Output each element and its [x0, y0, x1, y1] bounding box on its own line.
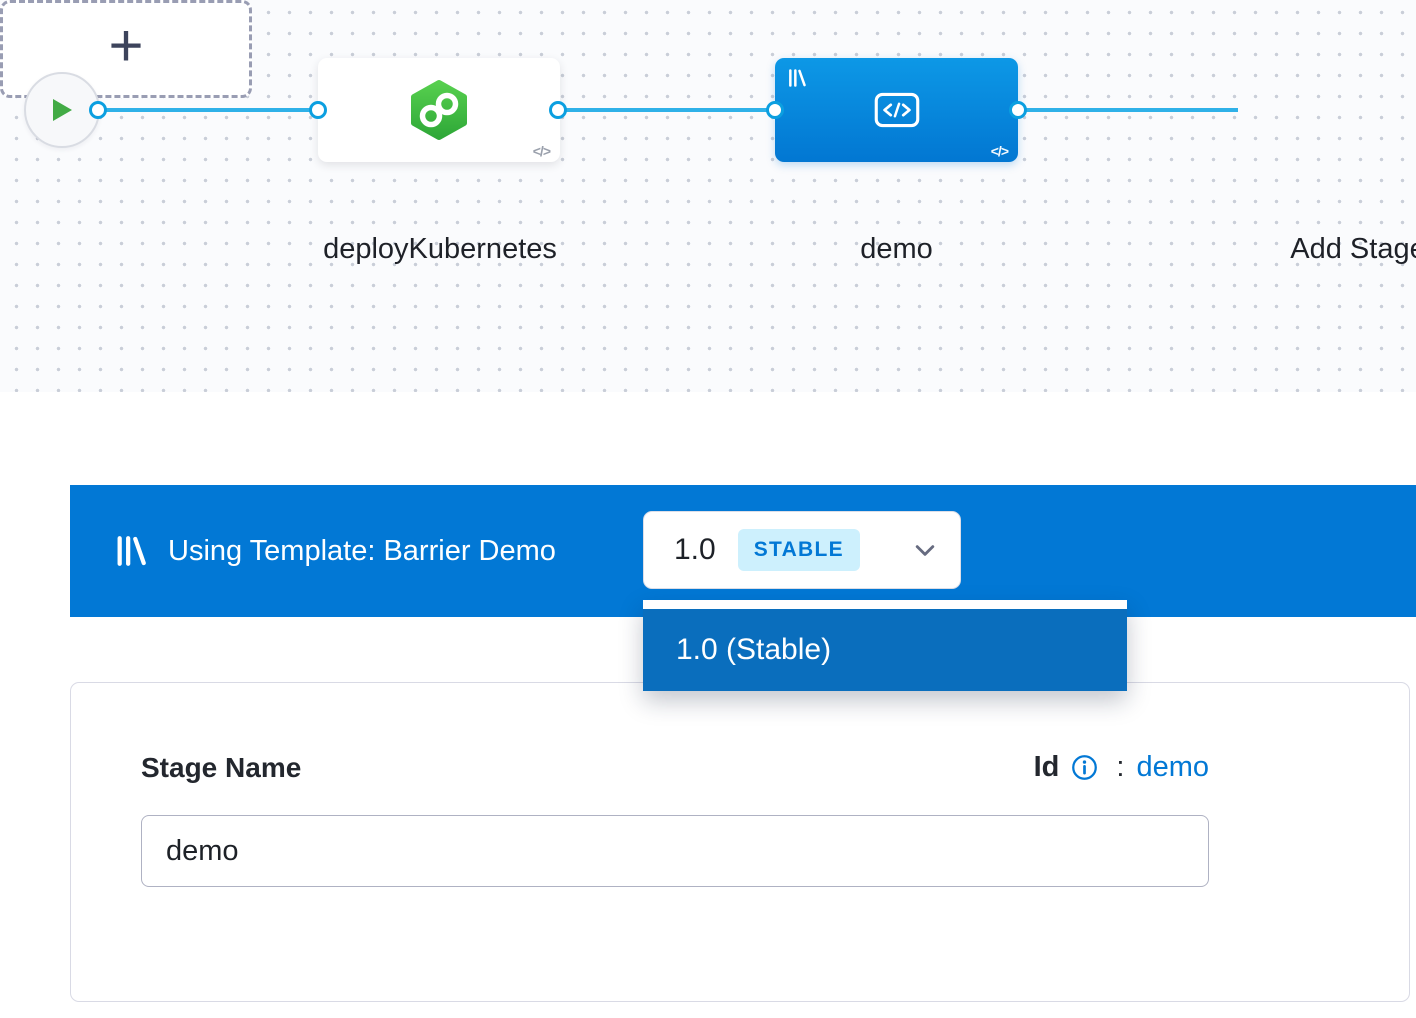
template-library-icon: [789, 69, 806, 87]
stable-badge: STABLE: [737, 529, 860, 571]
stage-name-label: Stage Name: [141, 751, 302, 783]
plus-icon: +: [108, 12, 144, 79]
custom-stage-icon: [874, 92, 919, 128]
play-icon: [53, 99, 72, 121]
stage-name-input[interactable]: [141, 815, 1209, 887]
code-view-icon: </>: [532, 143, 551, 159]
harness-cd-icon: [411, 80, 467, 140]
id-separator: :: [1116, 751, 1125, 783]
pipeline-connector-line: [62, 108, 1238, 112]
chevron-down-icon: [915, 544, 935, 556]
pipeline-canvas[interactable]: </> </> + deployKubernetes demo Add Stag…: [0, 0, 1416, 392]
info-icon[interactable]: [1071, 754, 1098, 781]
stage-overview-card: Stage Name Id : demo: [70, 682, 1410, 1002]
stage-id-group: Id : demo: [1034, 751, 1209, 784]
connector-port: [1009, 101, 1027, 119]
version-value: 1.0: [674, 533, 716, 566]
using-template-title: Using Template: Barrier Demo: [168, 535, 556, 567]
id-label: Id: [1033, 751, 1060, 783]
stage-card-demo[interactable]: </>: [775, 58, 1018, 162]
stage-card-deploykubernetes[interactable]: </>: [318, 58, 560, 162]
stage-id-value: demo: [1136, 751, 1209, 783]
connector-port: [549, 101, 567, 119]
template-library-icon: [117, 536, 146, 566]
using-template-banner: Using Template: Barrier Demo 1.0 STABLE: [70, 485, 1416, 617]
connector-port: [89, 101, 107, 119]
stage-label-add-stage: Add Stage: [1290, 233, 1416, 265]
stage-label-demo: demo: [860, 233, 933, 265]
version-dropdown-trigger[interactable]: 1.0 STABLE: [643, 511, 961, 589]
connector-port: [766, 101, 784, 119]
pipeline-start-node[interactable]: [24, 72, 100, 148]
version-option-1-0-stable[interactable]: 1.0 (Stable): [643, 609, 1127, 691]
version-dropdown-menu: 1.0 (Stable): [643, 600, 1127, 691]
connector-port: [309, 101, 327, 119]
stage-label-deploykubernetes: deployKubernetes: [323, 233, 557, 265]
code-view-icon: </>: [990, 143, 1009, 159]
